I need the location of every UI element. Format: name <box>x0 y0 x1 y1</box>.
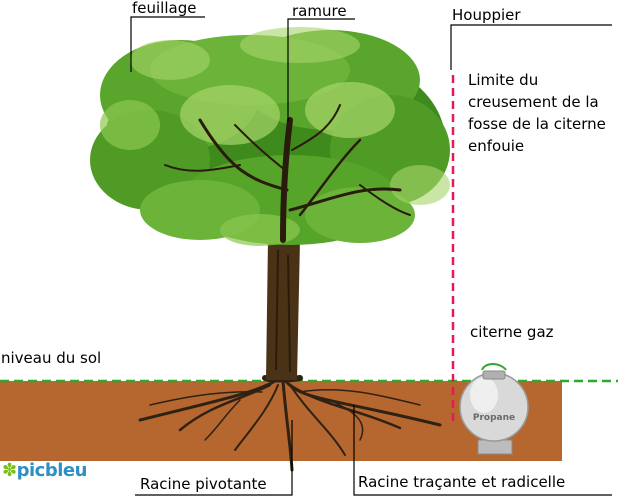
branches <box>164 104 411 243</box>
label-ramure: ramure <box>292 2 347 20</box>
picbleu-logo: ✽picbleu <box>2 460 87 481</box>
label-niveau-sol: niveau du sol <box>1 349 102 367</box>
roots <box>138 375 442 472</box>
foliage <box>90 27 450 246</box>
leaf-icon: ✽ <box>2 460 17 481</box>
label-citerne-gaz: citerne gaz <box>470 323 554 341</box>
label-houppier: Houppier <box>452 6 521 24</box>
propane-tank: Propane <box>459 363 529 455</box>
tank-label: Propane <box>473 413 515 423</box>
logo-text: picbleu <box>16 460 88 481</box>
trunk-texture <box>275 249 291 373</box>
trunk <box>266 240 300 380</box>
pointer-lines <box>130 16 612 496</box>
label-racine-tracante: Racine traçante et radicelle <box>358 473 566 491</box>
label-feuillage: feuillage <box>132 0 197 17</box>
label-limite: Limite du creusement de la fosse de la c… <box>468 71 606 155</box>
label-racine-pivotante: Racine pivotante <box>140 475 267 493</box>
